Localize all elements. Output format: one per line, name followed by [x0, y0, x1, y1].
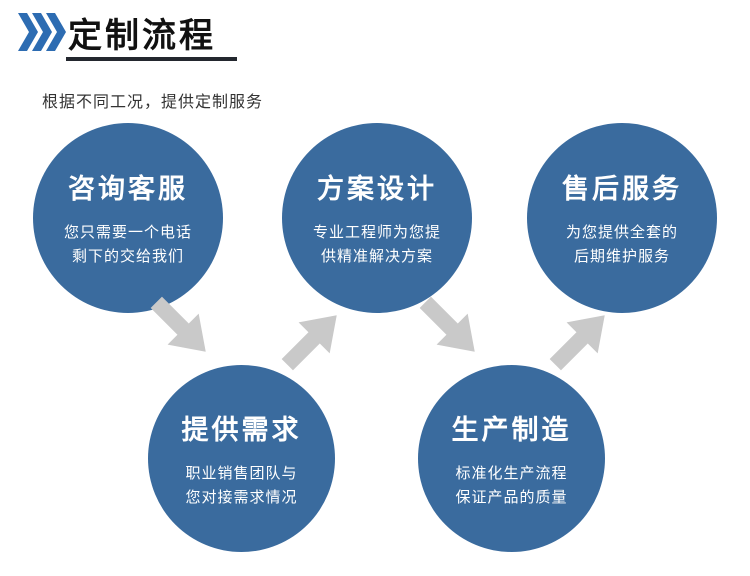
step-title: 咨询客服: [68, 174, 188, 204]
step-description: 您只需要一个电话 剩下的交给我们: [63, 224, 192, 265]
title-underline: [66, 57, 237, 61]
arrow-consult-to-requirements-icon: [150, 296, 206, 352]
step-circle-requirements: 提供需求 职业销售团队与 您对接需求情况: [148, 365, 335, 552]
arrow-design-to-production-icon: [419, 296, 475, 352]
step-title: 售后服务: [562, 174, 682, 204]
section-subtitle: 根据不同工况，提供定制服务: [42, 94, 264, 111]
step-description: 职业销售团队与 您对接需求情况: [185, 464, 298, 506]
step-title: 提供需求: [181, 414, 302, 445]
step-title: 方案设计: [317, 174, 437, 204]
step-description: 为您提供全套的 后期维护服务: [565, 224, 678, 265]
triple-chevron-icon: [18, 13, 66, 51]
page-title: 定制流程: [68, 17, 216, 55]
step-circle-consult: 咨询客服 您只需要一个电话 剩下的交给我们: [33, 123, 223, 313]
arrow-requirements-to-design-icon: [281, 315, 337, 371]
arrow-production-to-aftersales-icon: [549, 315, 605, 371]
step-description: 标准化生产流程 保证产品的质量: [455, 464, 568, 506]
step-circle-production: 生产制造 标准化生产流程 保证产品的质量: [418, 365, 605, 552]
step-circle-aftersales: 售后服务 为您提供全套的 后期维护服务: [527, 123, 717, 313]
step-circle-design: 方案设计 专业工程师为您提 供精准解决方案: [282, 123, 472, 313]
step-description: 专业工程师为您提 供精准解决方案: [312, 224, 441, 265]
step-title: 生产制造: [451, 414, 572, 445]
